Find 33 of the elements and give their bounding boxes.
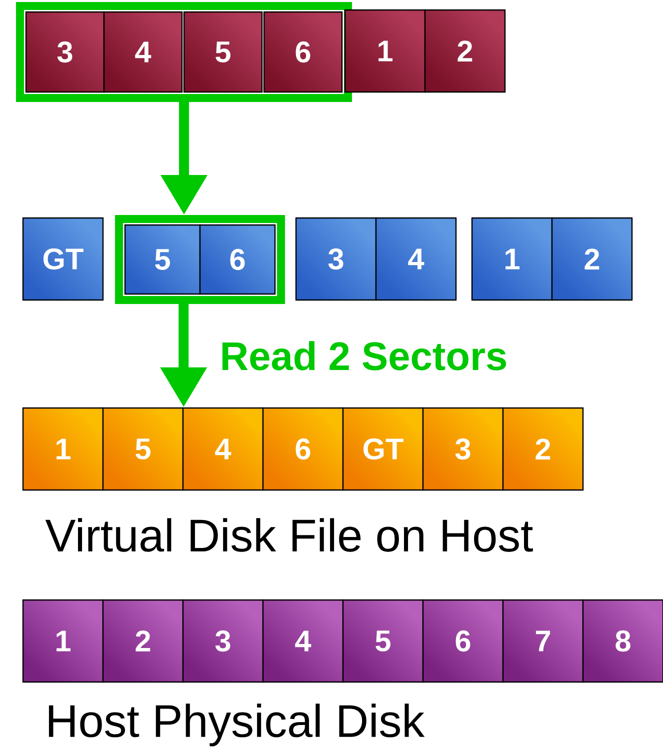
highlight-frame (16, 2, 352, 102)
sector-cell: 5 (183, 11, 263, 93)
sector-cell: 6 (422, 599, 504, 683)
sector-cell: 2 (424, 9, 506, 93)
sector-cell: GT (342, 407, 424, 491)
sector-cell: 2 (102, 599, 184, 683)
edge-label: Read 2 Sectors (222, 341, 506, 370)
sector-cell: 1 (344, 9, 426, 93)
sector-cell: GT (22, 217, 104, 301)
sector-cell: 1 (471, 217, 553, 301)
sector-cell: 4 (375, 217, 457, 301)
sector-cell: 6 (263, 11, 343, 93)
sector-cell: 6 (199, 224, 276, 295)
sector-cell: 2 (502, 407, 584, 491)
sector-cell: 7 (502, 599, 584, 683)
sector-cell: 3 (295, 217, 377, 301)
sector-cell: 3 (182, 599, 264, 683)
sector-cell: 2 (551, 217, 633, 301)
sector-cell: 8 (582, 599, 663, 683)
caption-text: Virtual Disk File on Host (45, 518, 533, 552)
sector-cell: 4 (182, 407, 264, 491)
caption-text: Host Physical Disk (48, 704, 425, 746)
sector-cell: 3 (422, 407, 504, 491)
sector-cell: 4 (262, 599, 344, 683)
sector-cell: 4 (103, 11, 183, 93)
sector-cell: 6 (262, 407, 344, 491)
sector-cell: 5 (102, 407, 184, 491)
sector-cell: 1 (22, 599, 104, 683)
sector-cell: 3 (25, 11, 105, 93)
sector-cell: 5 (342, 599, 424, 683)
sector-cell: 1 (22, 407, 104, 491)
sector-cell: 5 (124, 224, 201, 295)
highlight-frame (115, 215, 285, 304)
